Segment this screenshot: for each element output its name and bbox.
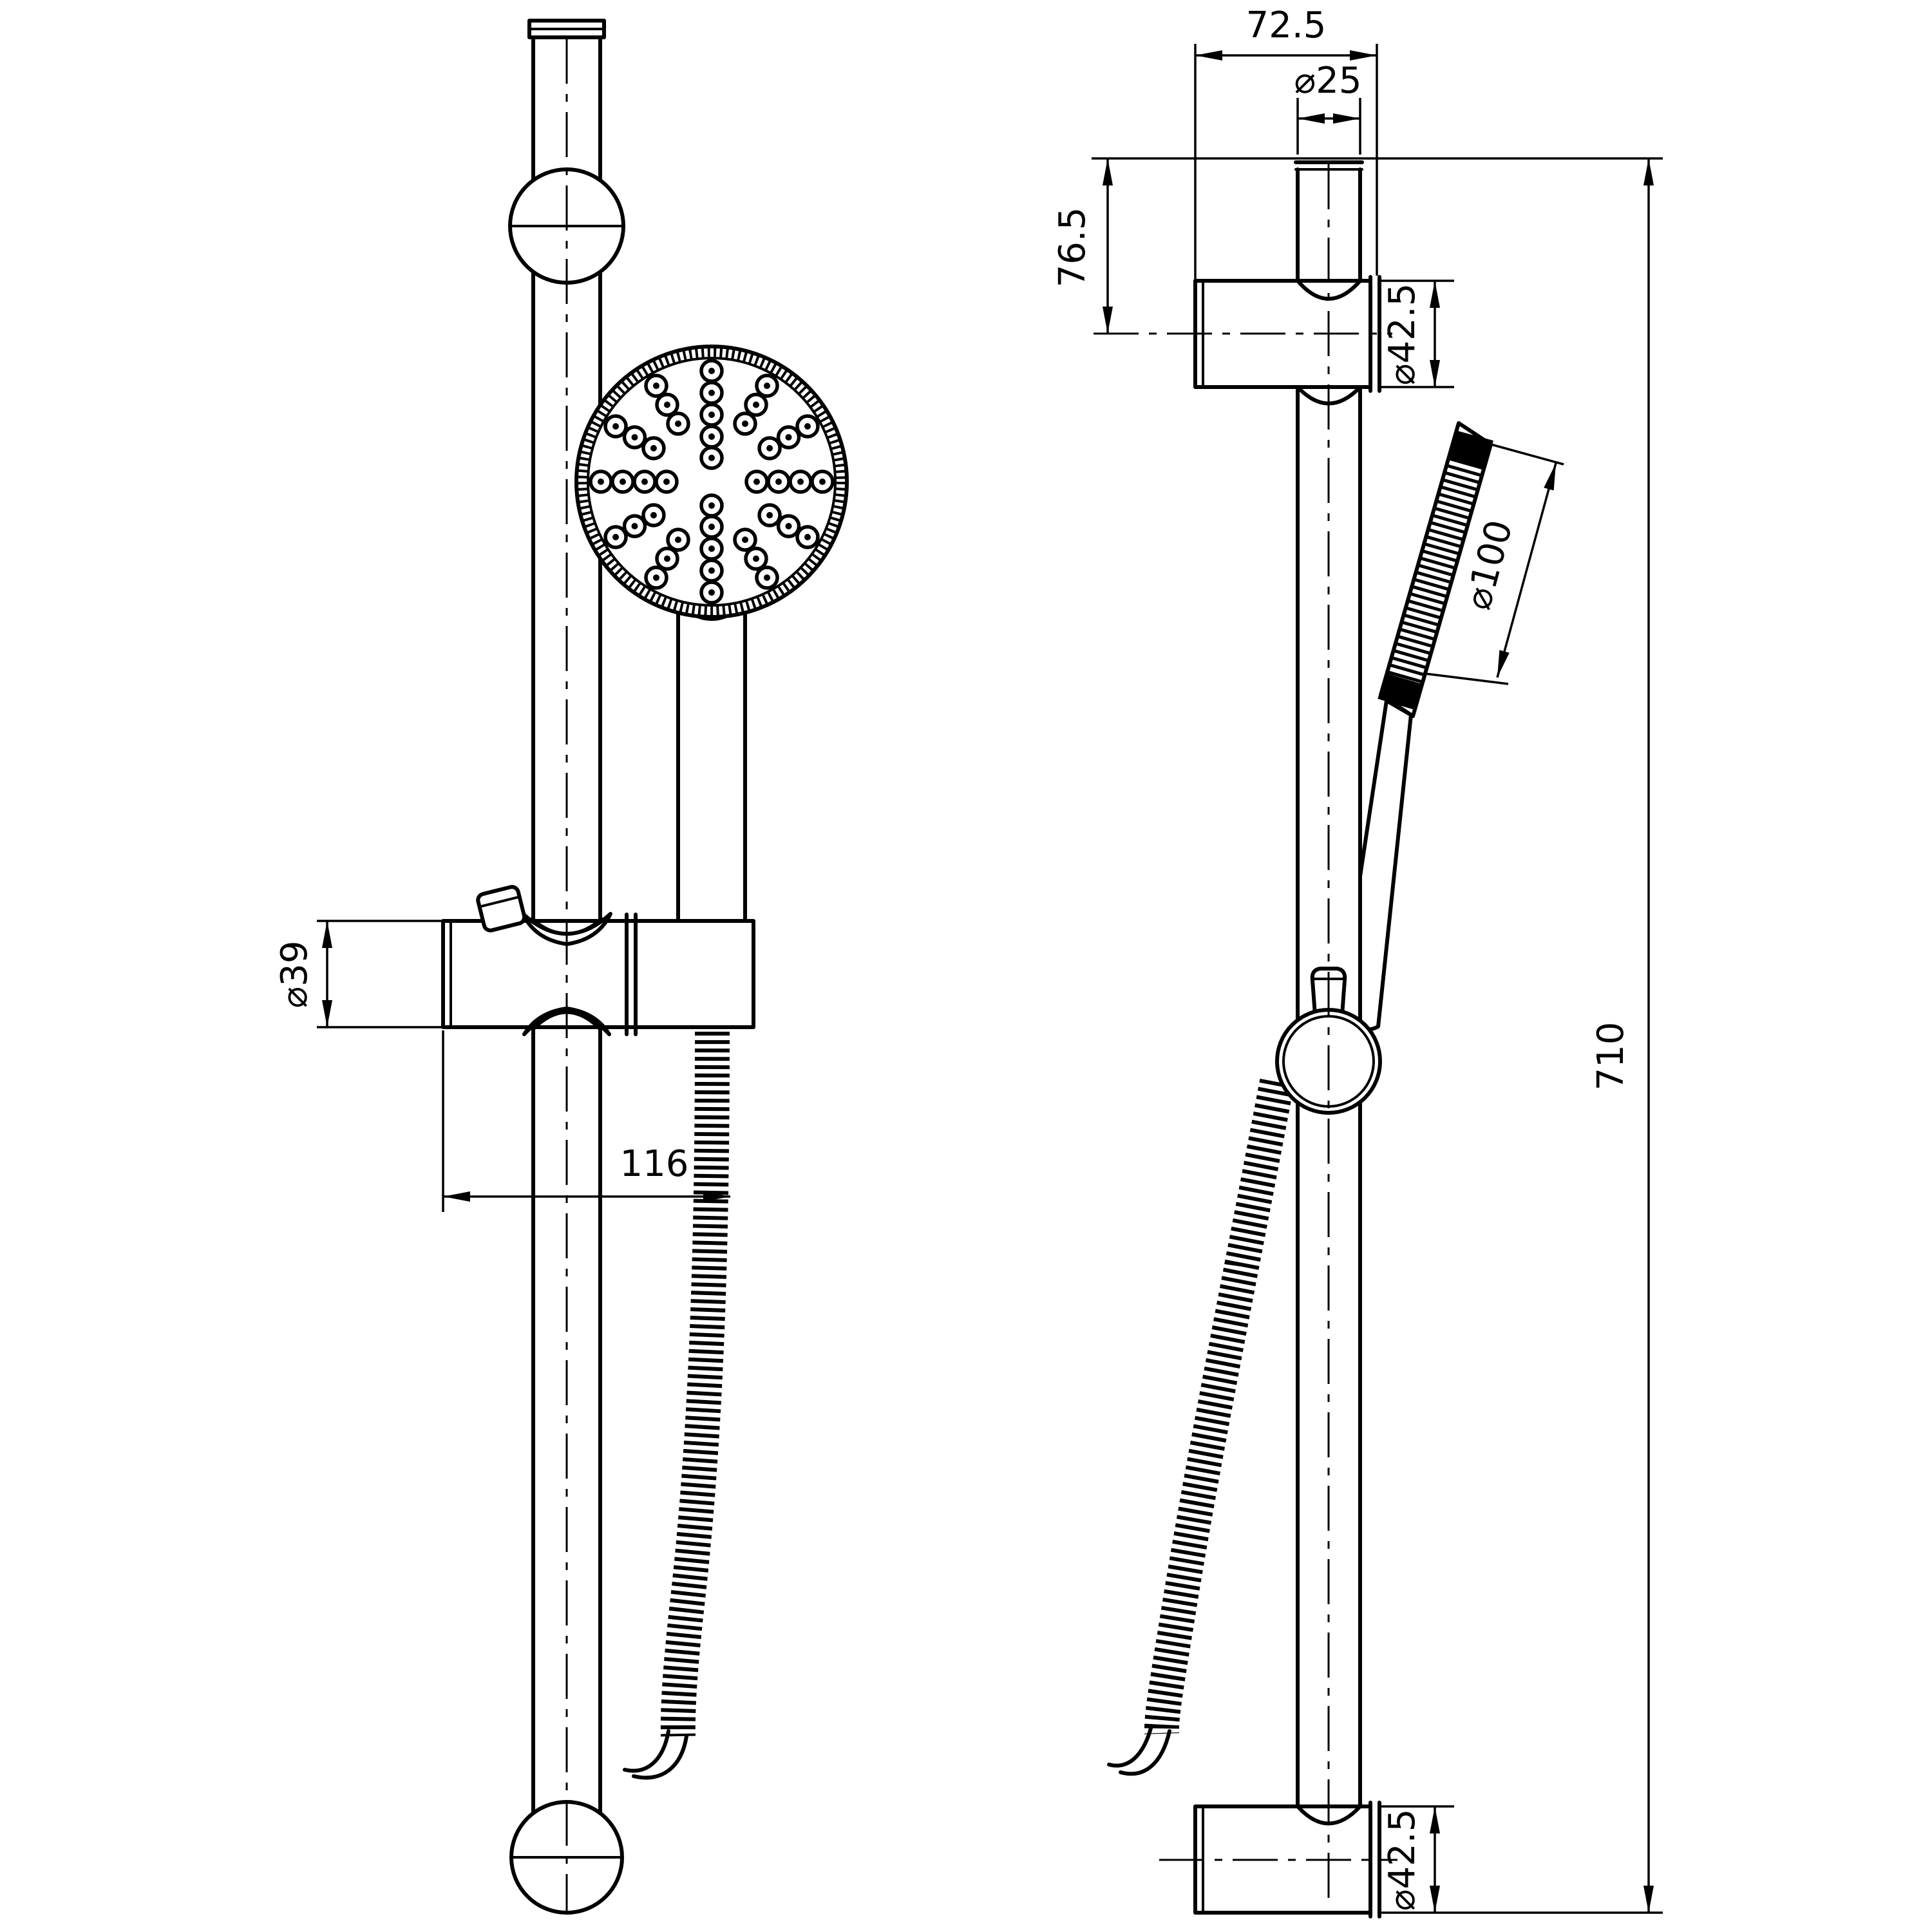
dim-label-bottom-bracket-diameter: ⌀42.5: [1381, 1809, 1423, 1911]
dim-label-top-bracket-diameter: ⌀42.5: [1381, 283, 1423, 385]
dim-label-top-bracket-offset: 76.5: [1052, 207, 1094, 288]
head-nozzle-holes: [589, 359, 835, 605]
dim-slider-diameter: ⌀39: [274, 920, 443, 1028]
head-knurl-ring: [576, 346, 847, 617]
rail-clip-bottom: [522, 1007, 611, 1036]
dim-hose-offset: 116: [442, 1030, 730, 1212]
dim-label-rail-tube-diameter: ⌀25: [1294, 60, 1362, 102]
hose-side: [1107, 1078, 1294, 1776]
wall-bracket-top-side: [1193, 275, 1381, 406]
wall-bracket-bottom-side: [1193, 1801, 1381, 1918]
side-view: 72.5 ⌀25 76.5 ⌀42.5 ⌀100: [1052, 5, 1663, 1918]
dim-label-hose-offset: 116: [620, 1143, 689, 1185]
dim-rail-length: 710: [1379, 158, 1663, 1914]
dim-rail-tube-diameter: ⌀25: [1294, 60, 1362, 155]
dim-label-wall-offset: 72.5: [1246, 5, 1327, 46]
slider-bracket-front: [441, 885, 755, 1036]
shower-head-face: [574, 345, 849, 619]
dim-label-slider-diameter: ⌀39: [274, 941, 316, 1009]
slider-lock-knob: [476, 885, 527, 933]
dim-wall-offset: 72.5: [1194, 5, 1378, 281]
handset-head-side: [1378, 421, 1493, 718]
front-view: ⌀39 116: [274, 19, 849, 1915]
dim-top-bracket-diameter: ⌀42.5: [1379, 279, 1454, 388]
dim-bottom-bracket-diameter: ⌀42.5: [1379, 1805, 1454, 1913]
dim-top-bracket-offset: 76.5: [1052, 158, 1113, 334]
hose-front: [623, 1031, 730, 1780]
dim-label-rail-length: 710: [1590, 1022, 1632, 1091]
